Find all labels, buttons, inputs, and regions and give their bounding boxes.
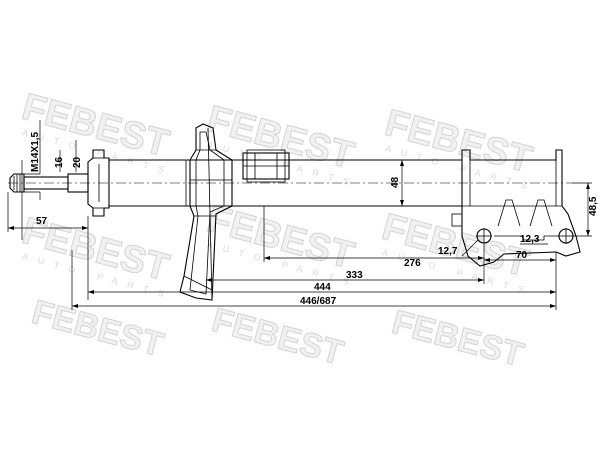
label-thread: M14X1,5 bbox=[30, 132, 41, 172]
label-48: 48 bbox=[390, 176, 401, 188]
watermark-brand: FEBEST bbox=[388, 303, 528, 374]
spring-seat bbox=[179, 123, 233, 301]
label-16: 16 bbox=[54, 156, 65, 168]
watermark-layer: FEBEST AUTO PARTS FEBEST AUTO PARTS FEBE… bbox=[17, 86, 538, 375]
label-48-5: 48,5 bbox=[588, 196, 599, 216]
bracket-outline bbox=[461, 149, 581, 267]
piston-rod bbox=[9, 149, 110, 217]
label-12-7: 12,7 bbox=[438, 246, 458, 257]
label-20: 20 bbox=[72, 156, 83, 168]
dimension-labels: M14X1,5 16 20 57 48 12,7 276 12,3 70 48,… bbox=[30, 132, 599, 307]
label-12-3: 12,3 bbox=[520, 234, 540, 245]
label-333: 333 bbox=[346, 270, 363, 281]
label-446-687: 446/687 bbox=[300, 296, 337, 307]
label-70: 70 bbox=[516, 250, 528, 261]
dimension-lines bbox=[7, 120, 592, 310]
spring-seat-plate bbox=[179, 123, 233, 301]
lower-bracket bbox=[451, 149, 581, 267]
bump-stop-collar bbox=[242, 149, 290, 183]
label-444: 444 bbox=[314, 282, 331, 293]
label-276: 276 bbox=[404, 258, 421, 269]
watermark-brand: FEBEST bbox=[208, 301, 348, 372]
strut-body bbox=[109, 159, 462, 207]
label-57: 57 bbox=[36, 216, 48, 227]
watermark-brand: FEBEST bbox=[28, 293, 168, 364]
